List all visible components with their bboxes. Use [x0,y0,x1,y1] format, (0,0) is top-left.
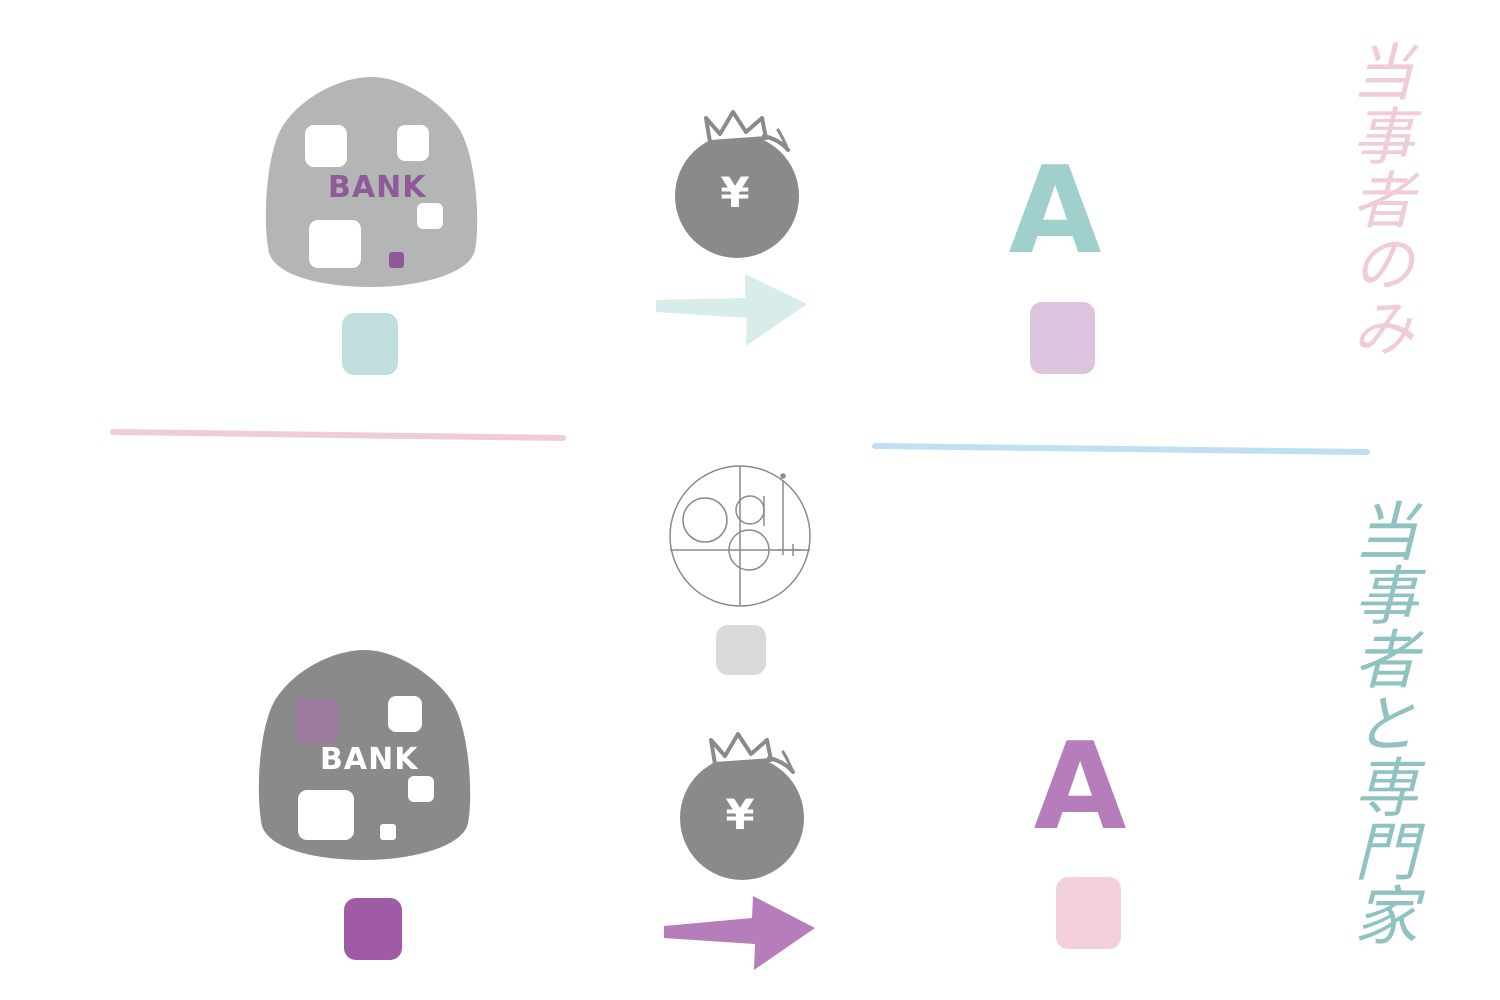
door [389,252,404,268]
caption-parties-only: 当事者のみ [1341,40,1414,360]
logo-swatch [716,625,766,675]
window [298,790,354,840]
bank-label: BANK [320,742,419,777]
window [417,203,443,229]
bank-label: BANK [328,170,427,205]
caption-parties-and-experts: 当事者と専門家 [1343,498,1417,946]
door [380,824,396,840]
arrow-right-icon [664,896,815,970]
bank-swatch [344,898,402,960]
party-swatch [1056,877,1121,949]
money-bag-icon [680,732,804,880]
party-swatch [1030,302,1095,374]
window [296,698,338,743]
window [309,220,361,268]
logo-icon [669,465,811,607]
bank-swatch [342,313,398,375]
divider-right [872,443,1370,455]
arrow-right-icon [656,274,807,346]
money-bag-icon [675,110,799,258]
window [305,125,347,167]
window [408,776,434,802]
yen-symbol: ¥ [725,790,755,839]
bank-building-icon [265,77,478,287]
divider-left [110,429,566,441]
bank-building-icon [258,650,471,860]
party-letter: A [1008,142,1102,281]
party-letter: A [1033,718,1127,857]
window [397,125,429,161]
yen-symbol: ¥ [720,168,750,217]
window [388,696,422,732]
